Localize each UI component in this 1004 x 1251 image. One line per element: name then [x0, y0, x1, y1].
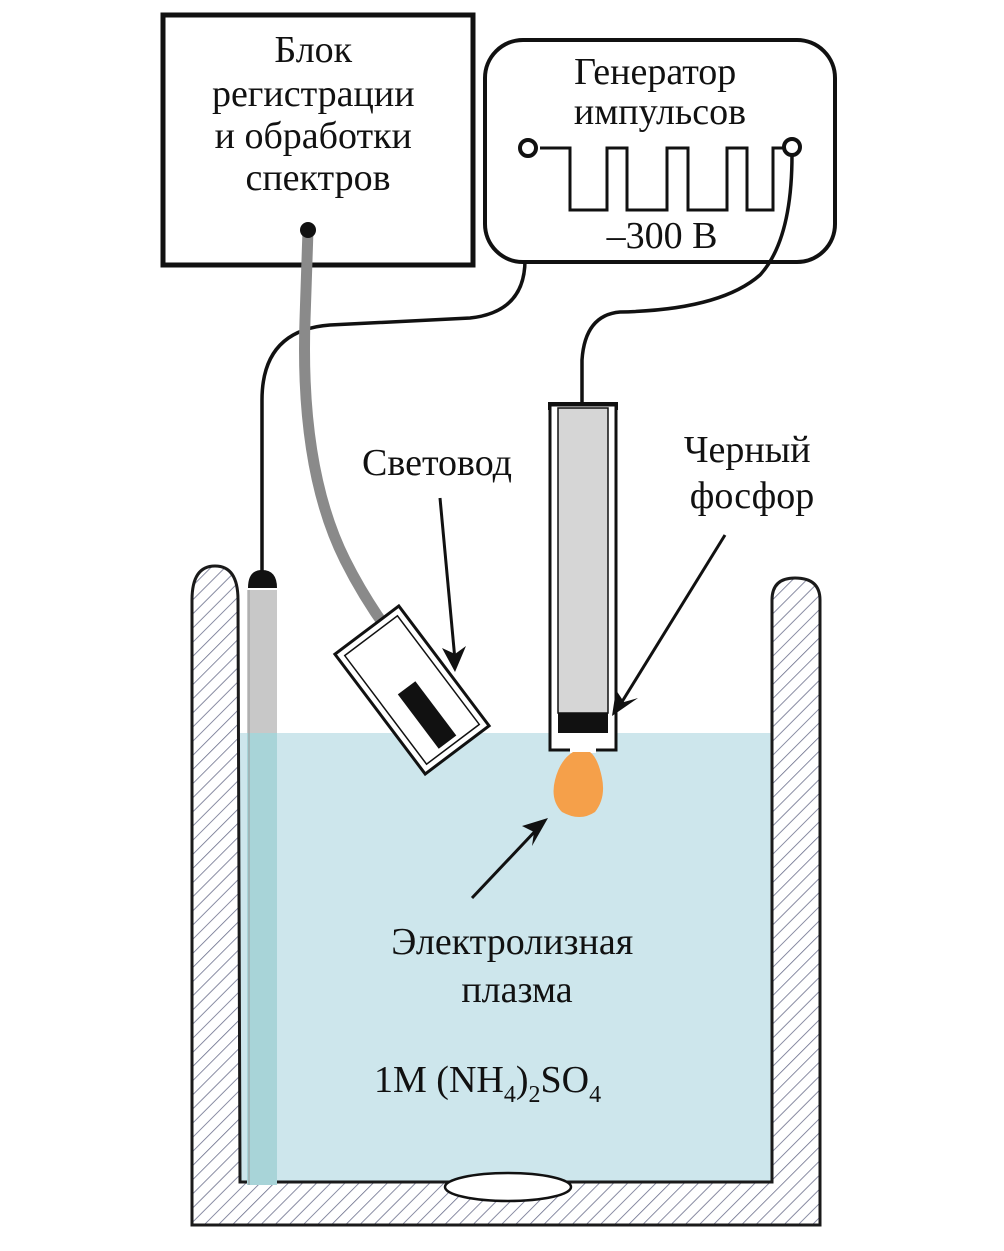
wire-working-electrode — [580, 154, 794, 402]
light-guide-probe — [332, 603, 492, 777]
connector-dot — [300, 222, 316, 238]
arrow-light-guide — [438, 497, 466, 672]
svg-text:Электролизная плазма: Электролизная плазма — [391, 921, 642, 1011]
svg-text:Блок регистрации и обр: Блок регистрации и обработки спектров — [212, 29, 424, 199]
electrolyte-sub-3: 4 — [589, 1082, 601, 1108]
voltage-label: –300 В — [606, 215, 718, 257]
electrolyte-sub-1: 4 — [504, 1082, 516, 1108]
arrow-plasma — [470, 818, 548, 900]
pulse-waveform — [540, 146, 790, 212]
plasma-line-2: плазма — [461, 969, 572, 1011]
electrolyte-paren: ) — [516, 1059, 529, 1101]
plasma-glow — [553, 752, 604, 817]
registration-block — [160, 12, 476, 268]
counter-electrode — [247, 570, 277, 1185]
svg-text:Генератор импульсов: Генератор импульсов — [574, 51, 746, 133]
registration-block-line-1: Блок — [274, 29, 352, 71]
working-electrode — [548, 402, 618, 753]
registration-block-line-2: регистрации — [212, 73, 415, 115]
electrolyte-sub-2: 2 — [528, 1082, 540, 1108]
terminal-left — [518, 138, 538, 158]
electrolyte-so: SO — [540, 1059, 589, 1101]
wire-counter-electrode — [260, 149, 530, 572]
registration-block-line-4: спектров — [245, 157, 390, 199]
black-phosphorus-line-2: фосфор — [690, 475, 815, 517]
generator-line-1: Генератор — [574, 51, 736, 93]
registration-block-line-3: и обработки — [215, 115, 412, 157]
electrolyte-prefix: 1M (NH — [374, 1059, 504, 1101]
generator-line-2: импульсов — [574, 91, 746, 133]
arrow-black-phosphorus — [612, 534, 727, 716]
terminal-right — [782, 137, 802, 157]
electrolyte-solution — [240, 733, 772, 1185]
black-phosphorus-line-1: Черный — [684, 429, 811, 471]
plasma-line-1: Электролизная — [391, 921, 633, 963]
svg-text:Черный фосфор: Черный фосфор — [684, 429, 820, 517]
electrolyte-label: 1M (NH4)2SO4 — [374, 1059, 601, 1108]
vessel-wall — [190, 564, 822, 1227]
light-guide-label: Световод — [362, 442, 512, 484]
stir-bar — [443, 1171, 573, 1203]
